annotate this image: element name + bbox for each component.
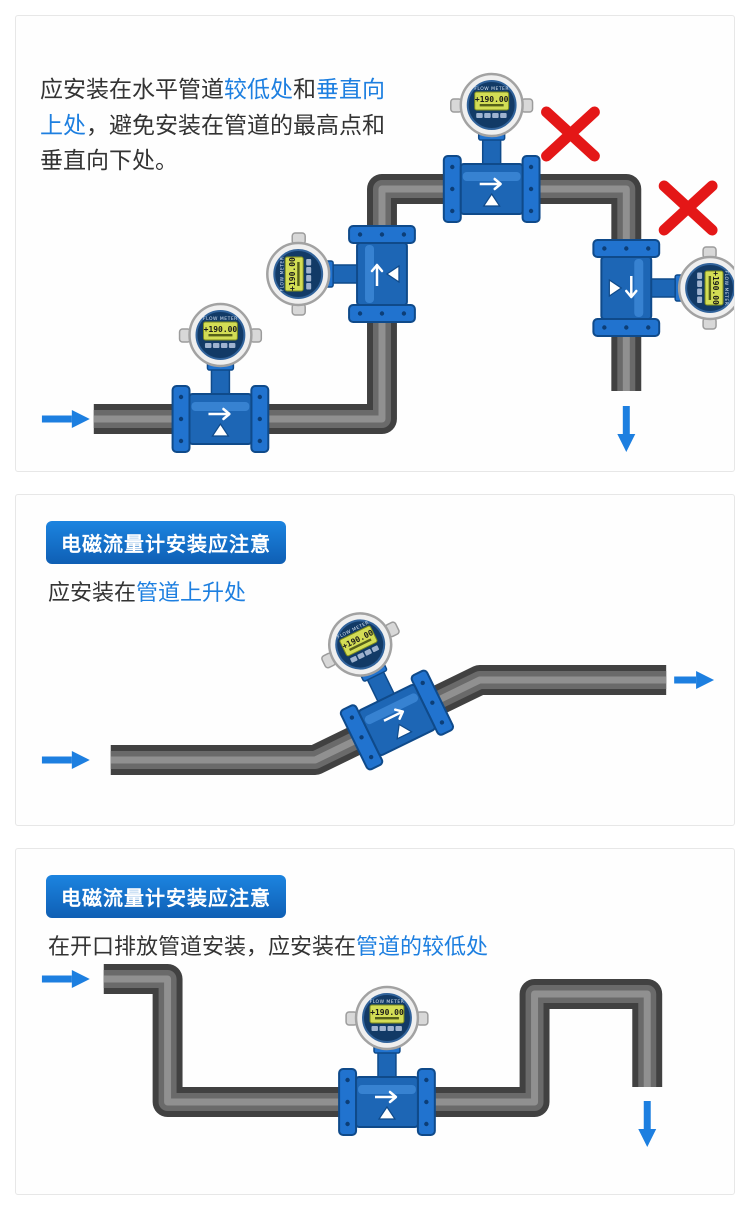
text-segment-highlight: 管道上升处 <box>136 580 247 605</box>
diagram-horizontal-rules: FLOW METER +190.00 <box>41 72 734 454</box>
flowmeter-high-point-wrong <box>442 72 541 224</box>
text-segment: 应安装在 <box>48 580 137 605</box>
panel-rising-pipe-rule: 电磁流量计安装应注意 应安装在管道上升处 <box>15 494 735 826</box>
text-segment: 应安装在水平管道 <box>40 76 224 102</box>
text-segment: ，避免安装在管道的最高点和垂直向下处。 <box>40 111 385 174</box>
text-segment: 和 <box>293 76 316 102</box>
flow-out-arrow <box>617 406 636 452</box>
section-caption: 应安装在管道上升处 <box>48 575 246 607</box>
section-caption: 在开口排放管道安装，应安装在管道的较低处 <box>48 929 488 961</box>
flowmeter-vertical-down-wrong <box>592 238 734 338</box>
wrong-mark-icon <box>658 180 718 236</box>
flow-in-arrow <box>41 751 90 769</box>
instruction-text: 应安装在水平管道较低处和垂直向上处，避免安装在管道的最高点和垂直向下处。 <box>40 72 396 179</box>
section-badge: 电磁流量计安装应注意 <box>46 521 286 564</box>
flow-out-arrow <box>674 671 715 689</box>
text-segment-highlight: 较低处 <box>224 76 293 102</box>
text-segment: 在开口排放管道安装，应安装在 <box>48 934 357 959</box>
flowmeter-low-point <box>337 985 437 1137</box>
panel-horizontal-install-rules: 应安装在水平管道较低处和垂直向上处，避免安装在管道的最高点和垂直向下处。 <box>15 15 735 472</box>
flow-out-arrow <box>638 1101 657 1147</box>
flowmeter-low-horizontal <box>171 302 270 454</box>
section-badge: 电磁流量计安装应注意 <box>46 875 286 918</box>
diagram-open-discharge <box>41 964 663 1147</box>
flowmeter-vertical-up <box>266 224 417 324</box>
text-segment-highlight: 管道的较低处 <box>356 934 489 959</box>
wrong-mark-icon <box>541 106 600 162</box>
panel-open-discharge-rule: 电磁流量计安装应注意 在开口排放管道安装，应安装在管道的较低处 <box>15 848 735 1195</box>
flow-in-arrow <box>41 410 90 428</box>
flow-in-arrow <box>41 970 90 988</box>
pipe-run <box>103 964 663 1117</box>
text-segment-highlight: 垂直向上处 <box>40 76 385 138</box>
diagram-rising-pipe <box>41 594 715 775</box>
